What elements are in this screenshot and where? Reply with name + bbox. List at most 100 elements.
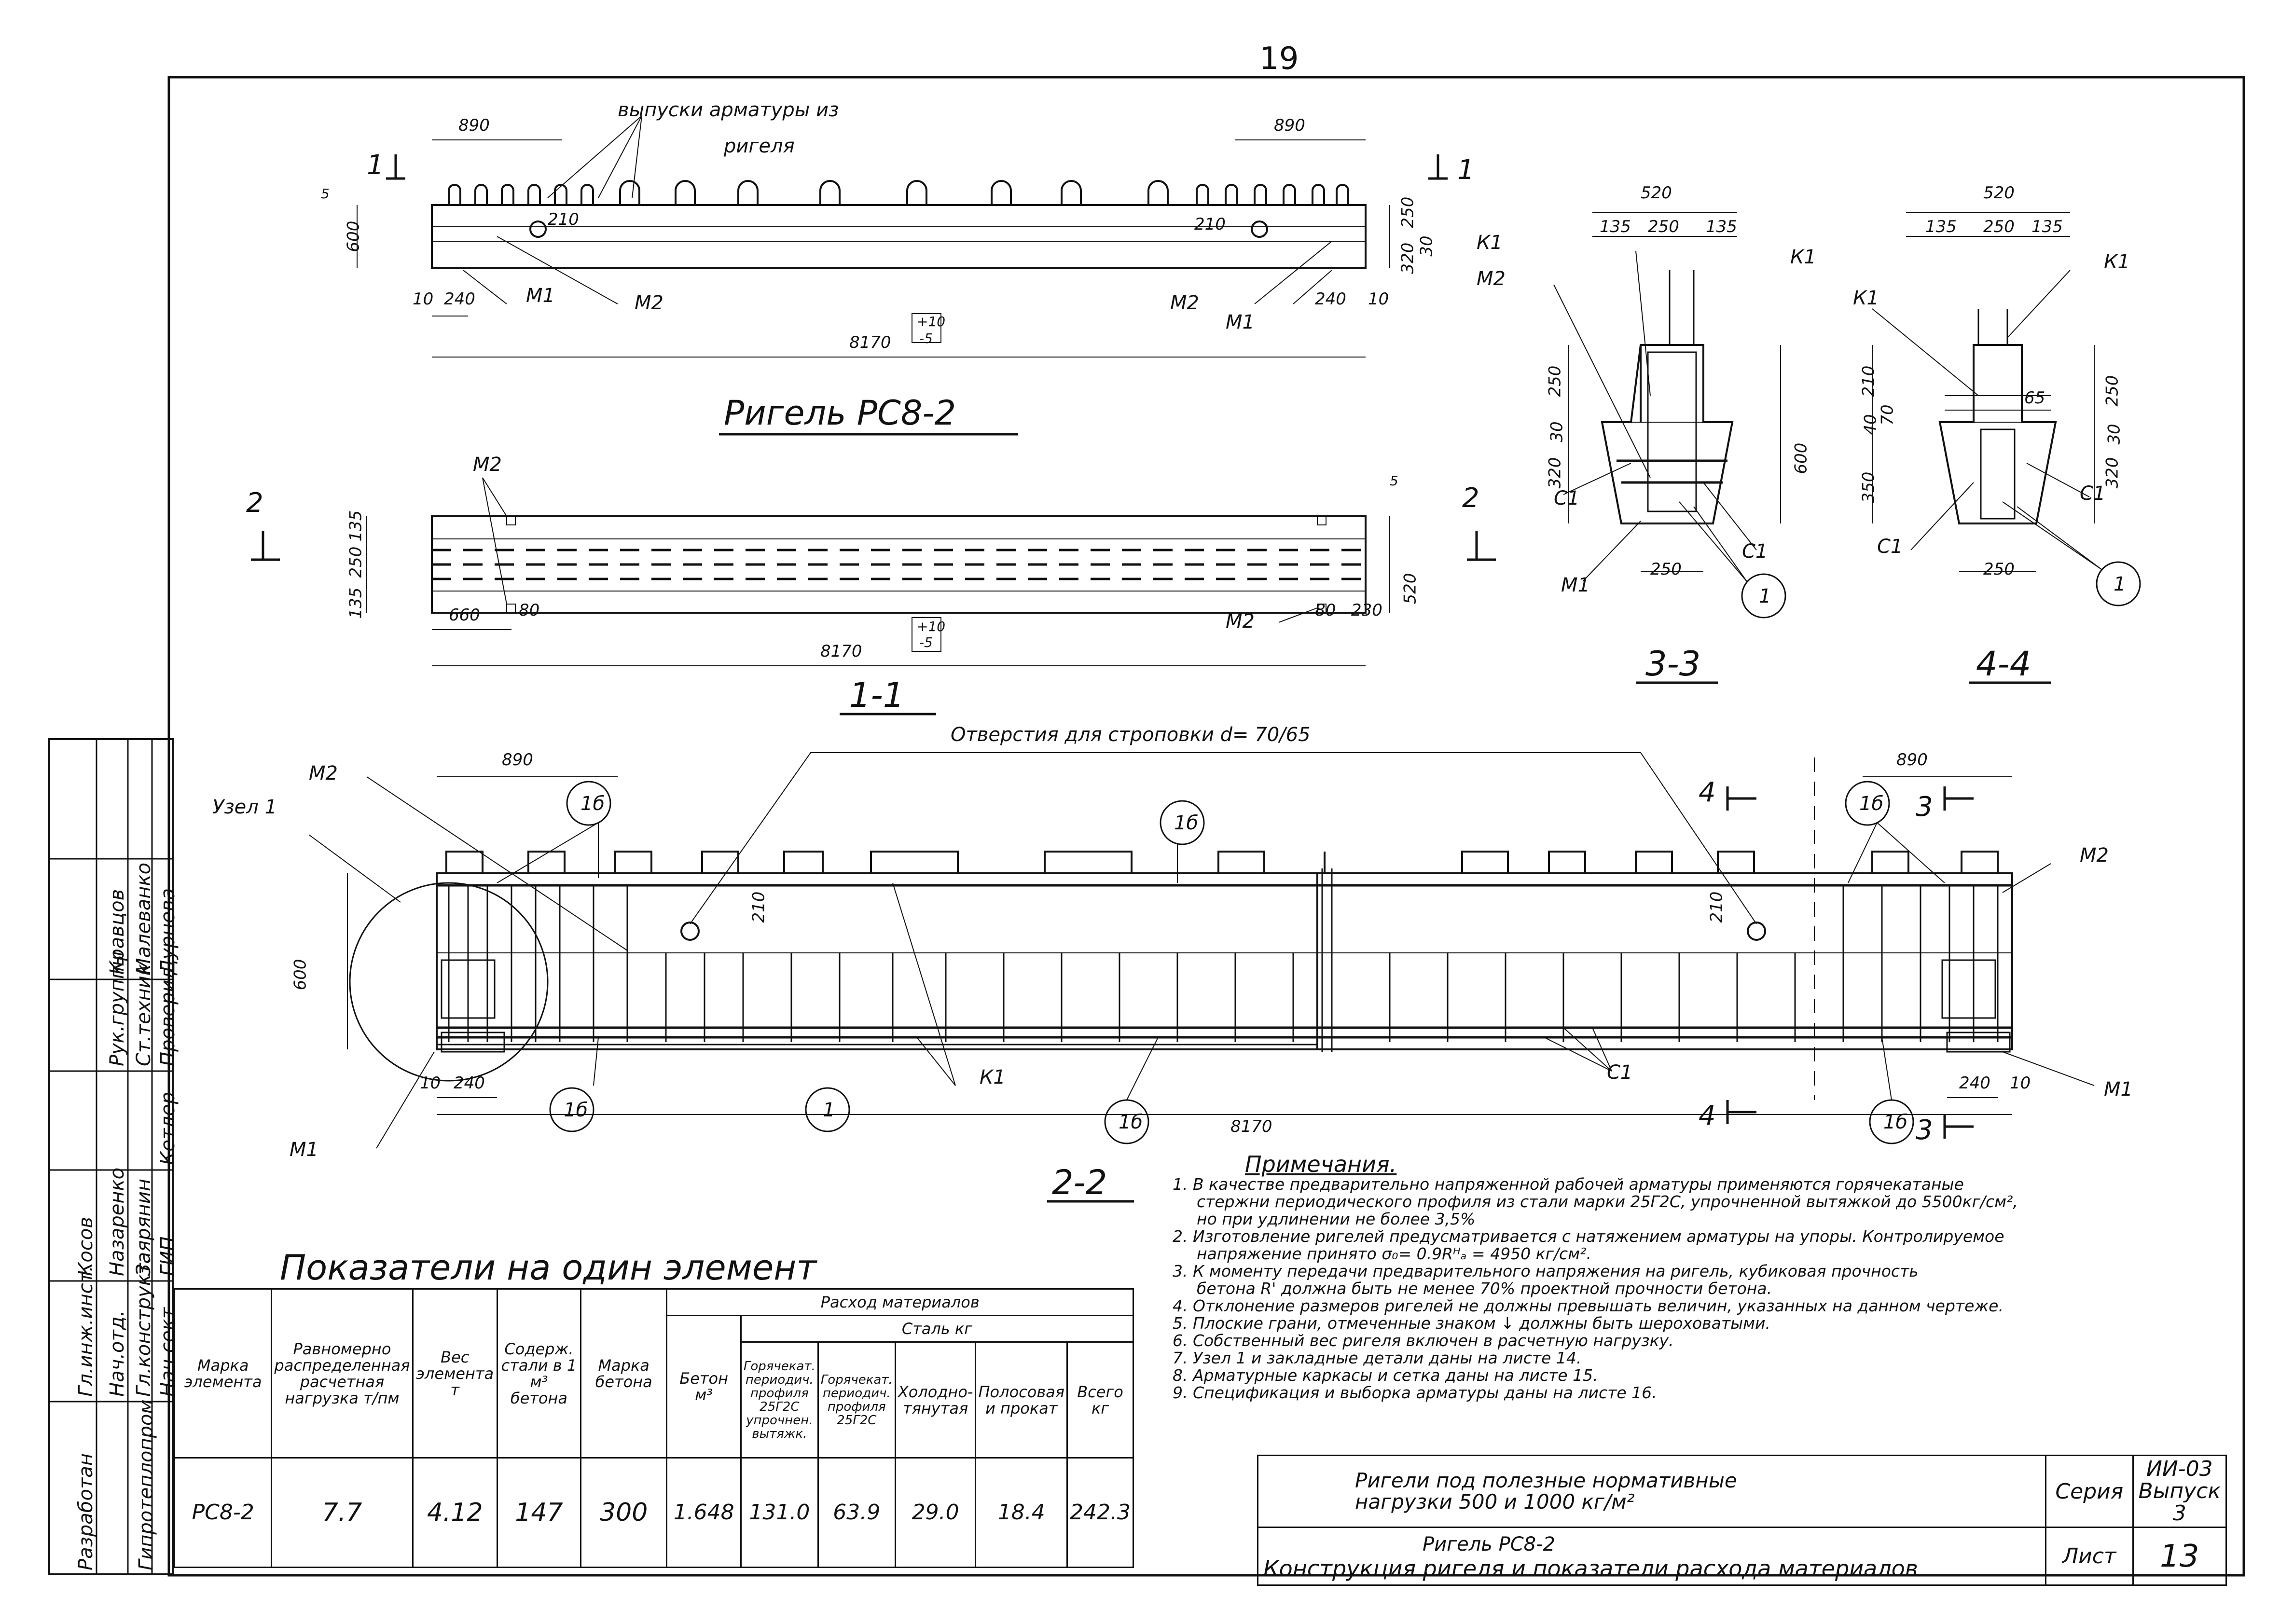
sheet-number: 13 (2132, 1527, 2227, 1586)
label-lifting-holes: Отверстия для строповки d= 70/65 (951, 724, 1311, 746)
stamp-name: ГИП (157, 1236, 179, 1276)
stamp-role: Нач.сект. (157, 1301, 179, 1397)
header-materials: Расход материалов (666, 1288, 1134, 1316)
dim-80-plan-right: 80 (1315, 601, 1336, 620)
header-steel-strip: Полосовая и прокат (975, 1341, 1068, 1459)
title-section-3-3: 3-3 (1645, 644, 1701, 684)
dim-135-s33-left: 135 (1600, 217, 1631, 236)
cell-weight: 4.12 (412, 1457, 498, 1568)
title-block: Ригели под полезные нормативные нагрузки… (1257, 1455, 2227, 1586)
cut-mark-2-left: 2 (246, 487, 263, 519)
header-weight: Вес элемента т (412, 1288, 498, 1459)
dim-350-s44: 350 (1859, 471, 1879, 503)
title-underlines (719, 433, 2051, 1203)
label-m2-s33: М2 (1477, 268, 1506, 290)
stamp-role: Гл.инж.инст. (75, 1266, 97, 1397)
dim-250-s33-top: 250 (1648, 217, 1679, 236)
stamp-name: Дурнева (157, 888, 179, 975)
cell-load: 7.7 (271, 1457, 414, 1568)
indicators-table: Марка элемента Равномерно распределенная… (173, 1288, 1134, 1568)
title-block-line2: нагрузки 500 и 1000 кг/м² (1355, 1490, 1635, 1514)
dim-890-left: 890 (458, 116, 490, 135)
cut-mark-2-right: 2 (1462, 482, 1479, 514)
stamp-name: Кетлер (157, 1092, 179, 1165)
label-c1-2-2: С1 (1607, 1061, 1633, 1084)
dim-135-s44-right: 135 (2031, 217, 2063, 236)
section-4-4 (1872, 212, 2141, 606)
dim-8170-2-2: 8170 (1230, 1117, 1272, 1136)
cell-steel-colddrawn: 29.0 (894, 1457, 977, 1568)
stamp-role: Проверил (157, 967, 179, 1066)
dim-250-s44-side: 250 (2102, 375, 2122, 407)
dim-890-2-2-left: 890 (502, 750, 533, 770)
tolerance-plus-plan: +10 (917, 619, 946, 634)
page-number: 19 (1259, 41, 1299, 77)
note-line: 1. В качестве предварительно напряженной… (1173, 1175, 1964, 1194)
cut-mark-4-bottom: 4 (1699, 1100, 1716, 1131)
header-steel-hotrolled-hardened: Горячекат. периодич. профиля 25Г2С упроч… (740, 1341, 819, 1459)
dim-210-s44: 210 (1859, 365, 1879, 397)
callout-1b-c: 1б (1174, 812, 1199, 834)
callout-1b-f: 1б (1859, 793, 1884, 815)
header-concrete-mark: Марка бетона (580, 1288, 668, 1459)
note-line: 2. Изготовление ригелей предусматриваетс… (1173, 1227, 2004, 1246)
issue-value: Выпуск 3 (2138, 1479, 2221, 1526)
sheet-label: Лист (2045, 1527, 2134, 1586)
dim-660-plan: 660 (449, 606, 480, 625)
stamp-name: Назаренко (106, 1167, 128, 1276)
dim-65-s44: 65 (2024, 388, 2045, 408)
dim-240-elev-right: 240 (1315, 289, 1346, 309)
label-m1-s33: М1 (1561, 574, 1590, 596)
label-c1-s44-right: С1 (2080, 482, 2106, 505)
approval-stamp-frame (48, 738, 174, 1575)
dim-210-2-2-right: 210 (1707, 891, 1727, 923)
cell-concrete-mark: 300 (580, 1457, 668, 1568)
dim-10-elev-right: 10 (1368, 289, 1389, 309)
elevation-view (357, 115, 1448, 358)
dim-600-elev: 600 (344, 220, 363, 252)
callout-1b-b: 1б (1119, 1111, 1143, 1133)
cut-mark-1-right: 1 (1457, 154, 1475, 186)
dim-250-elev: 250 (1398, 196, 1418, 228)
label-rebar-outlets-2: ригеля (724, 135, 795, 157)
header-load: Равномерно распределенная расчетная нагр… (271, 1288, 414, 1459)
note-line: 8. Арматурные каркасы и сетка даны на ли… (1173, 1366, 1598, 1385)
title-section-4-4: 4-4 (1976, 644, 2031, 684)
cell-steel-total: 242.3 (1066, 1457, 1134, 1568)
dim-40-s44: 40 (1861, 414, 1880, 435)
cell-steel-per-m3: 147 (496, 1457, 581, 1568)
dim-600-2-2: 600 (290, 959, 310, 991)
note-line: 6. Собственный вес ригеля включен в расч… (1173, 1331, 1674, 1350)
note-line: 5. Плоские грани, отмеченные знаком ↓ до… (1173, 1314, 1770, 1333)
dim-30-s44-side: 30 (2104, 424, 2124, 445)
tolerance-minus-elev: -5 (919, 330, 933, 346)
dim-320-s44-side: 320 (2102, 457, 2122, 489)
dim-520-s33: 520 (1641, 183, 1672, 203)
note-line: 9. Спецификация и выборка арматуры даны … (1173, 1383, 1657, 1402)
cut-mark-3-bottom: 3 (1916, 1115, 1933, 1146)
header-mark: Марка элемента (173, 1288, 273, 1459)
label-m1-2-2-right: М1 (2104, 1078, 2133, 1101)
dim-10-elev-left: 10 (413, 289, 434, 309)
notes-block: Примечания. 1. В качестве предварительно… (1173, 1151, 2225, 1402)
label-m2-plan-bottom: М2 (1226, 610, 1255, 633)
stamp-name: Косов (75, 1217, 97, 1276)
label-m2-elev-right: М2 (1170, 292, 1199, 314)
note-line: 3. К моменту передачи предварительного н… (1173, 1262, 1919, 1280)
stamp-name: Малеванко (133, 862, 155, 975)
tolerance-minus-plan: -5 (919, 634, 933, 650)
stamp-role: Гл.конструкт. (133, 1257, 155, 1397)
label-k1-s44-left: К1 (1853, 287, 1879, 309)
cut-mark-1-left: 1 (367, 150, 384, 181)
series-label: Серия (2045, 1455, 2134, 1528)
stamp-role: Нач.отд. (106, 1310, 128, 1397)
callout-1b-d: 1б (1883, 1111, 1908, 1133)
label-m2-plan-top: М2 (473, 454, 502, 476)
title-main: Ригель РС8-2 (724, 393, 956, 433)
dim-240-2-2-right: 240 (1959, 1073, 1990, 1093)
stamp-name: Кравцов (106, 889, 128, 975)
tick-5-plan: 5 (1390, 473, 1398, 489)
cut-mark-4-top: 4 (1699, 777, 1716, 808)
notes-heading: Примечания. (1245, 1151, 1397, 1177)
